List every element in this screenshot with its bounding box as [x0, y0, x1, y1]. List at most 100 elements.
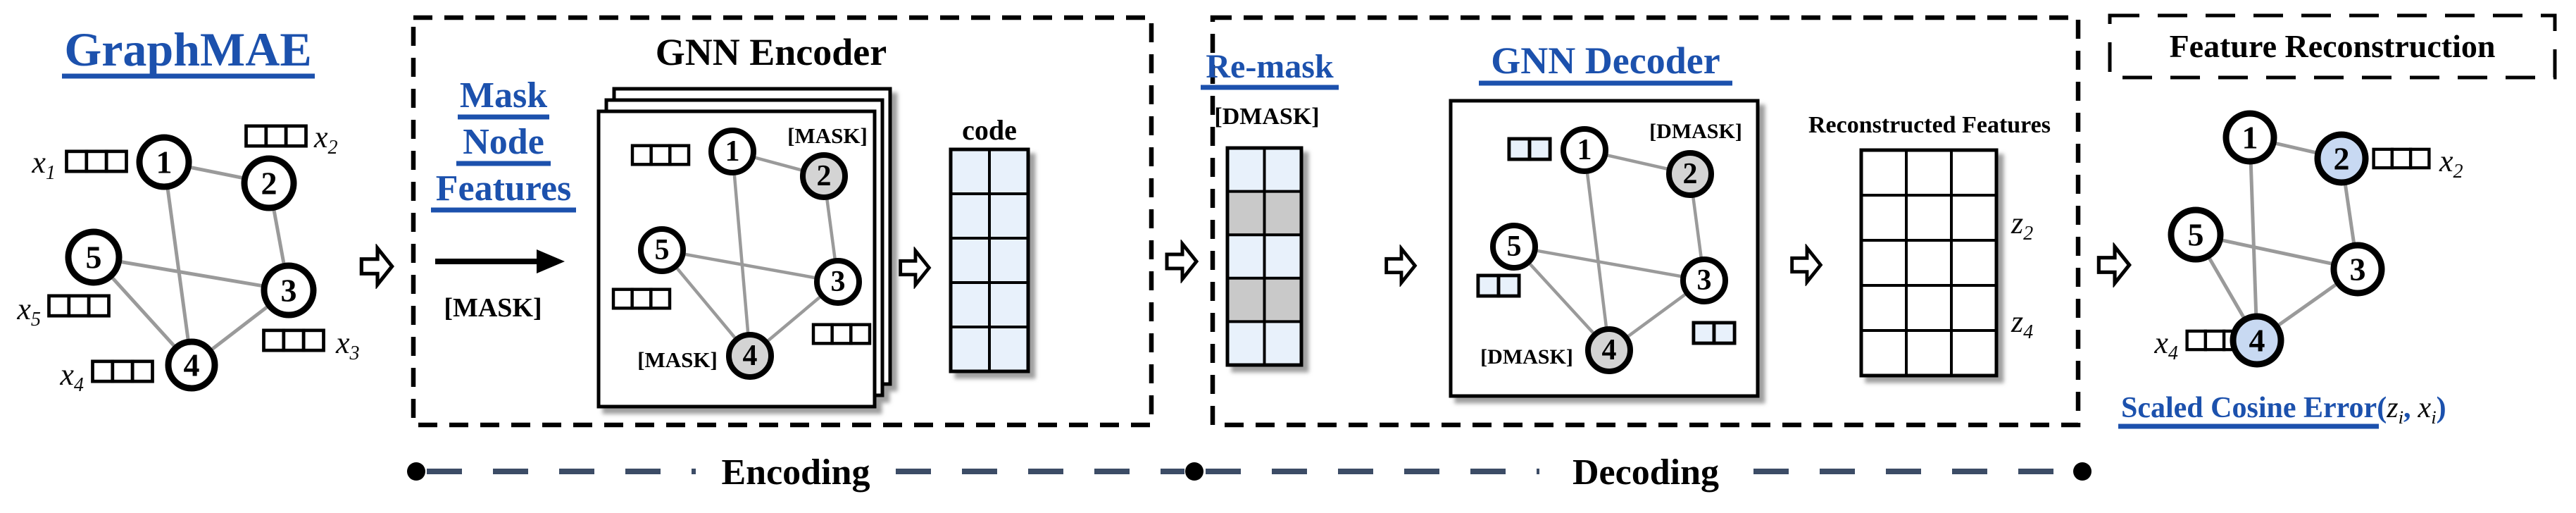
flow-arrow-icon: [2099, 247, 2129, 283]
feature-vector-x2: [2374, 149, 2430, 168]
edge: [1513, 245, 1705, 283]
scaled-cosine-error-label: Scaled Cosine Error(zi,xi): [2118, 392, 2446, 429]
node-3: [2330, 242, 2385, 297]
encoder-graph: [MASK] [MASK] 1 2 5 3 4: [613, 123, 870, 380]
flow-arrow-icon: [1387, 249, 1415, 283]
edge: [93, 255, 289, 292]
remask-title: Re-mask: [1206, 48, 1334, 85]
node-4-masked: [726, 332, 774, 380]
hidden-feature-vector: [1509, 139, 1550, 159]
flow-arrow-icon: [1167, 244, 1196, 279]
node-1-label: 1: [1577, 134, 1592, 166]
edge: [162, 161, 194, 366]
node-4: [165, 338, 218, 392]
decoder-graph: [DMASK] [DMASK] 1 2 5 3 4: [1478, 120, 1742, 374]
node-3-label: 3: [281, 273, 297, 309]
page-title: GraphMAE: [64, 23, 311, 76]
feature-label-x3: x3: [335, 326, 360, 364]
input-graph-nodes: 1 2 5 3 4: [65, 134, 317, 392]
gnn-decoder-title: GNN Decoder: [1491, 39, 1720, 82]
node-5-label: 5: [655, 234, 670, 266]
node-4-label: 4: [1602, 334, 1617, 366]
encoding-dashed-box: [411, 15, 1154, 428]
node-1: [2222, 110, 2277, 165]
code-label: code: [962, 114, 1017, 146]
z4-row-label: z4: [2011, 304, 2033, 343]
node-1: [708, 128, 756, 175]
encoder-section: Mask Node Features [MASK] GNN Encoder: [411, 15, 1154, 428]
feature-vector-x4: [93, 361, 153, 381]
reconstruction-section: Feature Reconstruction x2 x4 1 2 5 3 4 S: [2099, 13, 2557, 429]
feature-reconstruction-title: Feature Reconstruction: [2170, 28, 2496, 64]
node-2-label: 2: [817, 160, 832, 192]
edge: [1582, 149, 1611, 351]
node-5-label: 5: [86, 240, 102, 276]
feature-vector-x5: [49, 296, 109, 316]
mask-token-label: [MASK]: [444, 293, 542, 323]
node-3-label: 3: [831, 266, 846, 298]
feature-label-x2: x2: [313, 120, 338, 159]
node-1: [1561, 126, 1608, 174]
node-3-label: 3: [2350, 252, 2366, 288]
node-2: [241, 155, 297, 211]
code-table: [949, 147, 1030, 373]
node-3: [1680, 256, 1728, 304]
node-1-label: 1: [2242, 120, 2258, 156]
feature-label-x2: x2: [2439, 144, 2463, 183]
edge: [2248, 137, 2259, 341]
flow-arrow-icon: [1792, 248, 1821, 282]
remask-matrix: [1225, 146, 1303, 367]
arrow-head-icon: [537, 249, 565, 273]
footer-phases: Encoding Decoding: [407, 452, 2092, 493]
node-3: [261, 262, 317, 319]
node-1: [136, 134, 192, 190]
flow-arrow-icon: [901, 251, 930, 285]
feature-vector: [613, 290, 670, 309]
node-2-label: 2: [2334, 141, 2350, 177]
input-feature-vectors: x1 x2 x5 x3 x4: [16, 120, 359, 396]
dmask-token-label: [DMASK]: [1649, 120, 1742, 143]
node-4-label: 4: [184, 347, 200, 383]
node-2-masked: [800, 152, 848, 200]
node-1-label: 1: [156, 144, 173, 180]
encoding-phase-label: Encoding: [722, 452, 870, 493]
node-5-label: 5: [1507, 230, 1522, 263]
decoder-section: Re-mask [DMASK] GNN Decoder: [1201, 15, 2081, 428]
reconstructed-features-block: Reconstructed Features z2 z4: [1808, 112, 2051, 378]
decoding-phase-label: Decoding: [1573, 452, 1719, 493]
mask-apply-arrow: [MASK]: [435, 249, 565, 323]
decoding-dashed-box: [1210, 15, 2081, 428]
feature-vector-x1: [67, 152, 127, 171]
hidden-feature-vector: [1478, 276, 1519, 296]
node-2-label: 2: [1683, 158, 1698, 190]
flow-arrow-icon: [361, 248, 392, 285]
mask-node-features-label: Mask Node Features: [431, 75, 576, 213]
dmask-token-label: [DMASK]: [1214, 104, 1319, 130]
node-5: [65, 228, 123, 286]
feature-label-x4: x4: [2153, 326, 2178, 364]
node-4-label: 4: [743, 340, 758, 372]
mask-line-2: Node: [463, 122, 544, 162]
reconstructed-features-table: [1859, 148, 1999, 378]
node-2-label: 2: [261, 166, 277, 202]
node-4-label: 4: [2249, 323, 2265, 359]
node-5-label: 5: [2188, 217, 2204, 253]
feature-vector: [813, 325, 870, 344]
edge: [661, 248, 839, 284]
dmask-token-label: [DMASK]: [1480, 345, 1573, 369]
node-2-masked: [1666, 150, 1714, 198]
phase-endpoint-dot: [2073, 462, 2092, 481]
code-matrix: code: [949, 114, 1030, 373]
edge: [730, 151, 752, 357]
node-5: [1490, 223, 1538, 271]
output-graph-nodes: 1 2 5 3 4: [2168, 110, 2385, 368]
feature-label-x5: x5: [16, 292, 41, 330]
feature-label-x4: x4: [59, 357, 84, 396]
z2-row-label: z2: [2011, 206, 2033, 245]
mask-token-label: [MASK]: [787, 123, 868, 148]
node-4-reconstructed: [2230, 313, 2284, 368]
mask-line-1: Mask: [460, 75, 547, 116]
gnn-encoder-title: GNN Encoder: [656, 31, 887, 73]
